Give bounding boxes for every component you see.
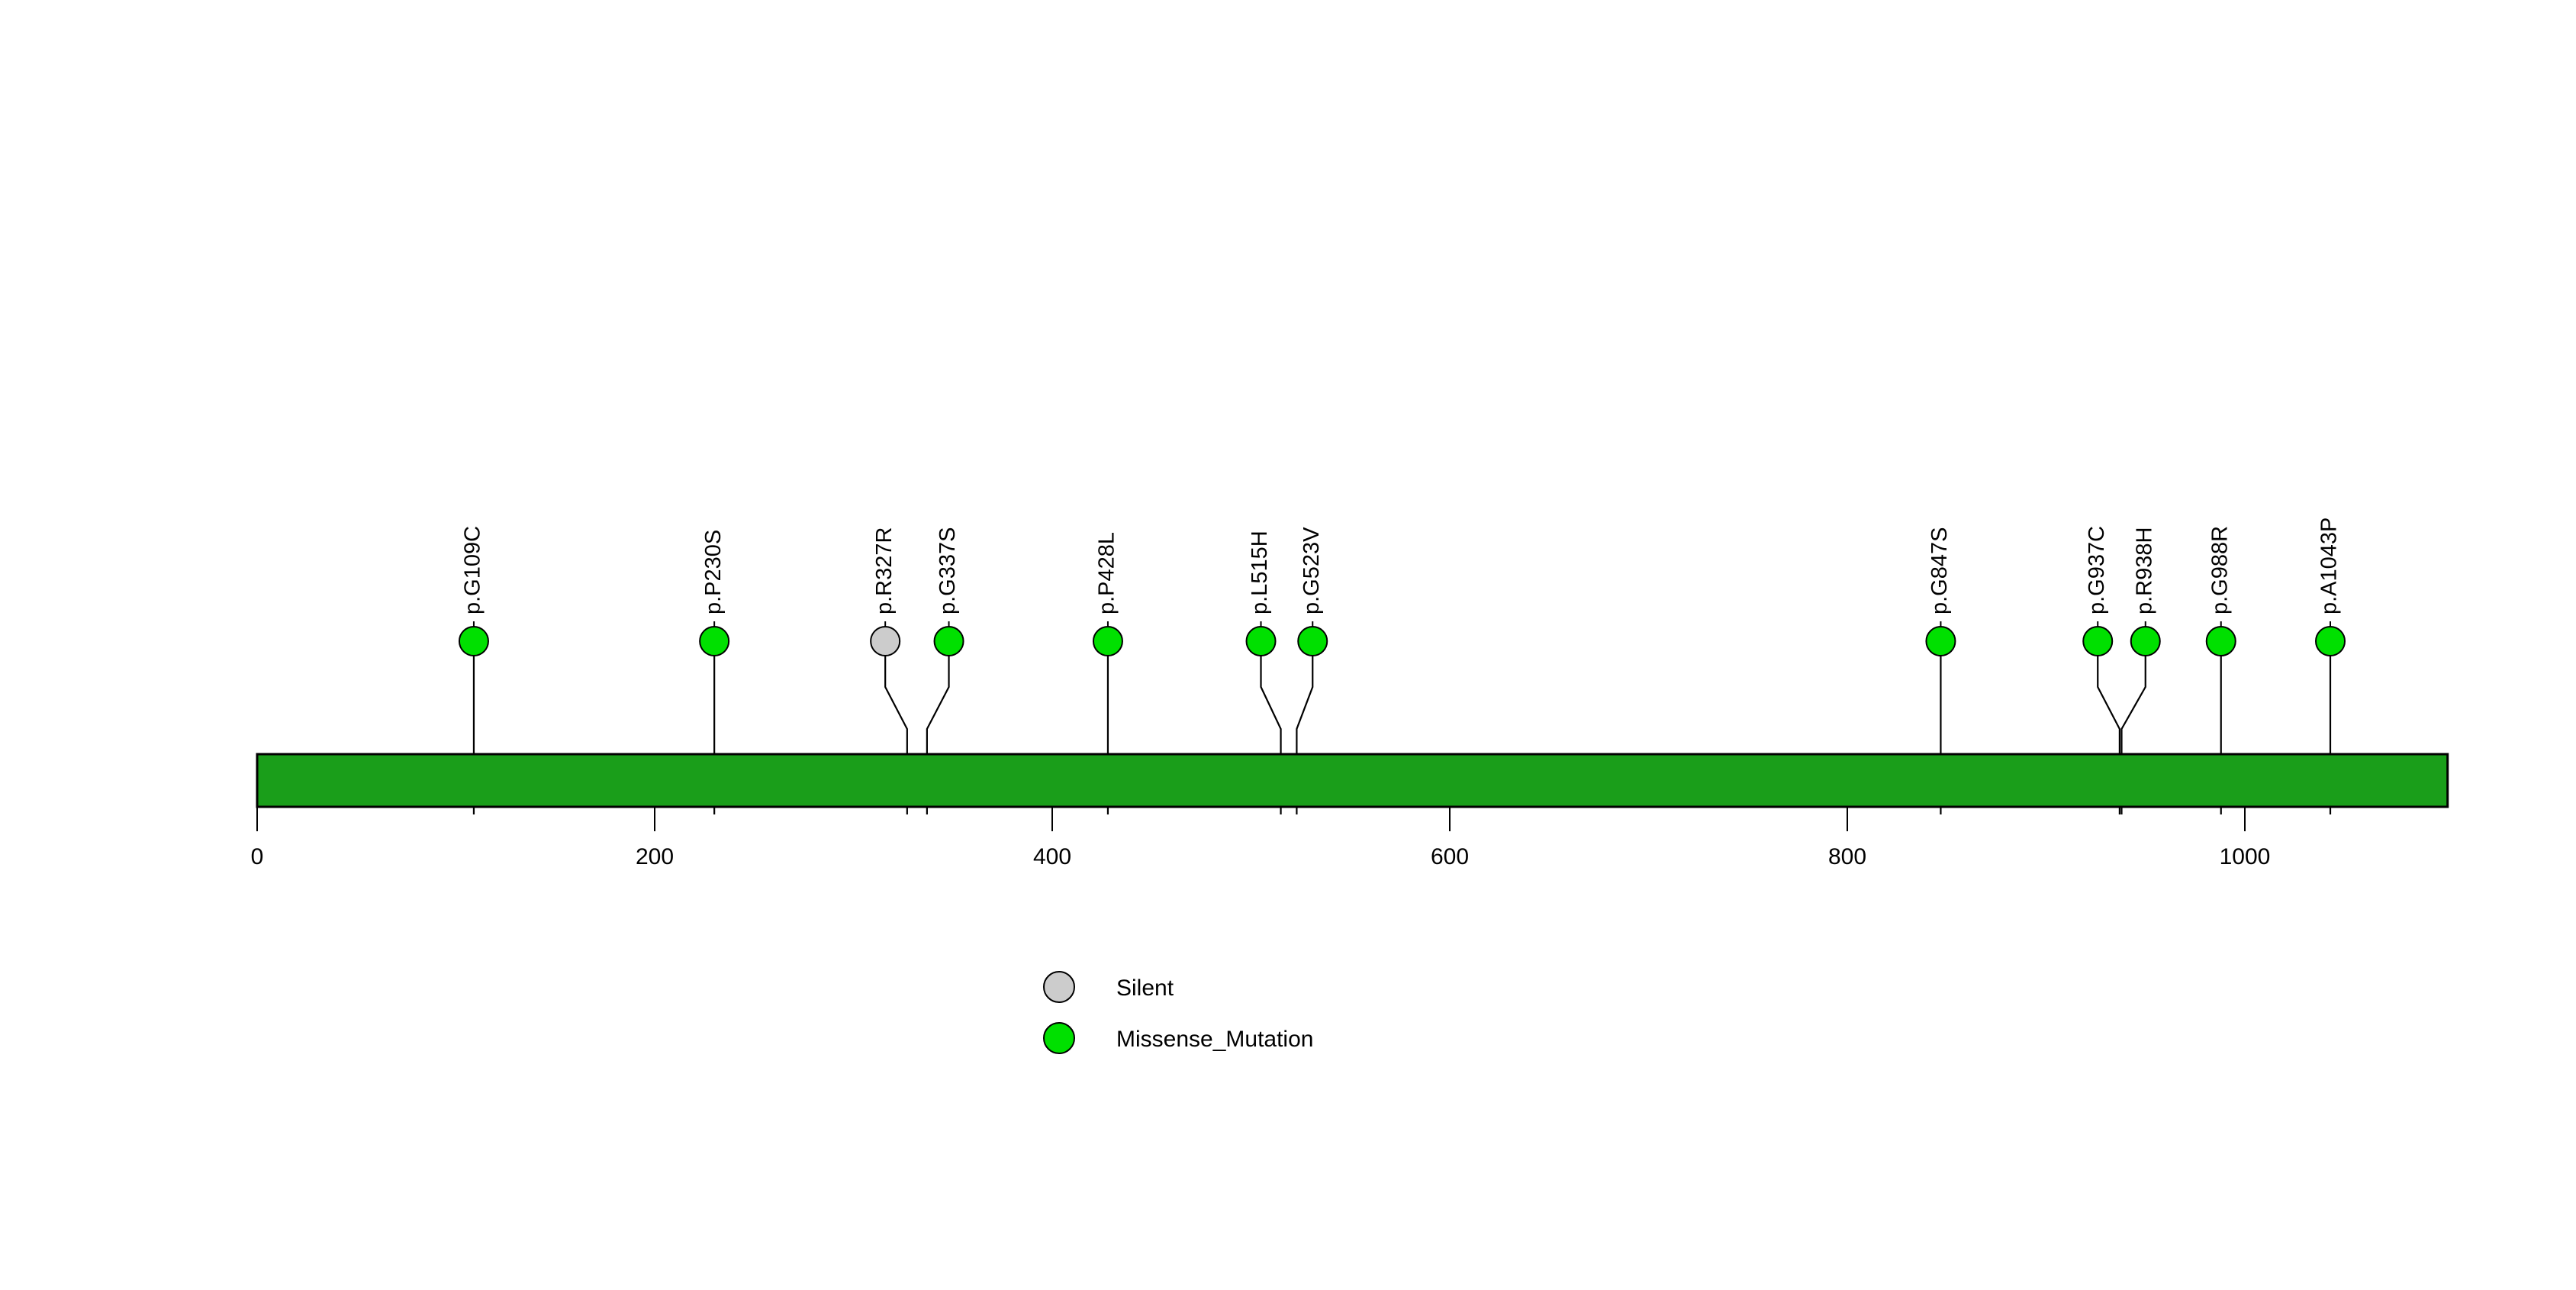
lollipop-label: p.G337S bbox=[935, 527, 960, 614]
lollipop-label: p.R327R bbox=[872, 527, 897, 614]
x-axis-group: 0 200 400 600 800 1000 bbox=[251, 807, 2271, 869]
lollipop-label: p.L515H bbox=[1248, 531, 1272, 614]
lollipop-heads-group bbox=[458, 626, 2346, 656]
protein-bar-group bbox=[256, 753, 2449, 808]
axis-tick-label: 0 bbox=[251, 844, 264, 869]
legend-label: Missense_Mutation bbox=[1116, 1027, 1313, 1052]
lollipop-label: p.A1043P bbox=[2317, 518, 2342, 614]
axis-tick-label: 600 bbox=[1431, 844, 1469, 869]
lollipop-label: p.R938H bbox=[2132, 527, 2156, 614]
lollipop-label: p.P428L bbox=[1095, 532, 1119, 614]
axis-tick-label: 1000 bbox=[2220, 844, 2271, 869]
lollipop-head[interactable] bbox=[699, 626, 730, 656]
lollipop-head[interactable] bbox=[1092, 626, 1123, 656]
axis-tick-label: 800 bbox=[1828, 844, 1866, 869]
axis-tick-label: 400 bbox=[1033, 844, 1071, 869]
lollipop-head[interactable] bbox=[933, 626, 964, 656]
protein-bar bbox=[256, 753, 2449, 808]
lollipop-head[interactable] bbox=[2082, 626, 2114, 656]
lollipop-label: p.G847S bbox=[1927, 527, 1952, 614]
lollipop-head[interactable] bbox=[458, 626, 489, 656]
lollipop-head[interactable] bbox=[2315, 626, 2346, 656]
lollipop-label: p.G109C bbox=[461, 526, 485, 614]
lollipop-head[interactable] bbox=[1297, 626, 1328, 656]
lollipop-labels-group: p.G109C p.P230S p.R327R p.G337S p.P428L p.L51… bbox=[461, 518, 2342, 614]
axis-tick-label: 200 bbox=[636, 844, 674, 869]
lollipop-head[interactable] bbox=[870, 626, 901, 656]
lollipop-head[interactable] bbox=[1245, 626, 1277, 656]
lollipop-label: p.G937C bbox=[2085, 526, 2109, 614]
lollipop-label: p.G523V bbox=[1299, 527, 1324, 614]
lollipop-head[interactable] bbox=[1925, 626, 1956, 656]
lollipop-label: p.P230S bbox=[701, 530, 726, 614]
legend-swatch[interactable] bbox=[1043, 971, 1075, 1003]
lollipop-head[interactable] bbox=[2130, 626, 2161, 656]
lollipop-head[interactable] bbox=[2205, 626, 2236, 656]
legend-swatch[interactable] bbox=[1043, 1022, 1075, 1054]
legend-label: Silent bbox=[1116, 976, 1174, 1001]
lollipop-label: p.G988R bbox=[2207, 526, 2232, 614]
